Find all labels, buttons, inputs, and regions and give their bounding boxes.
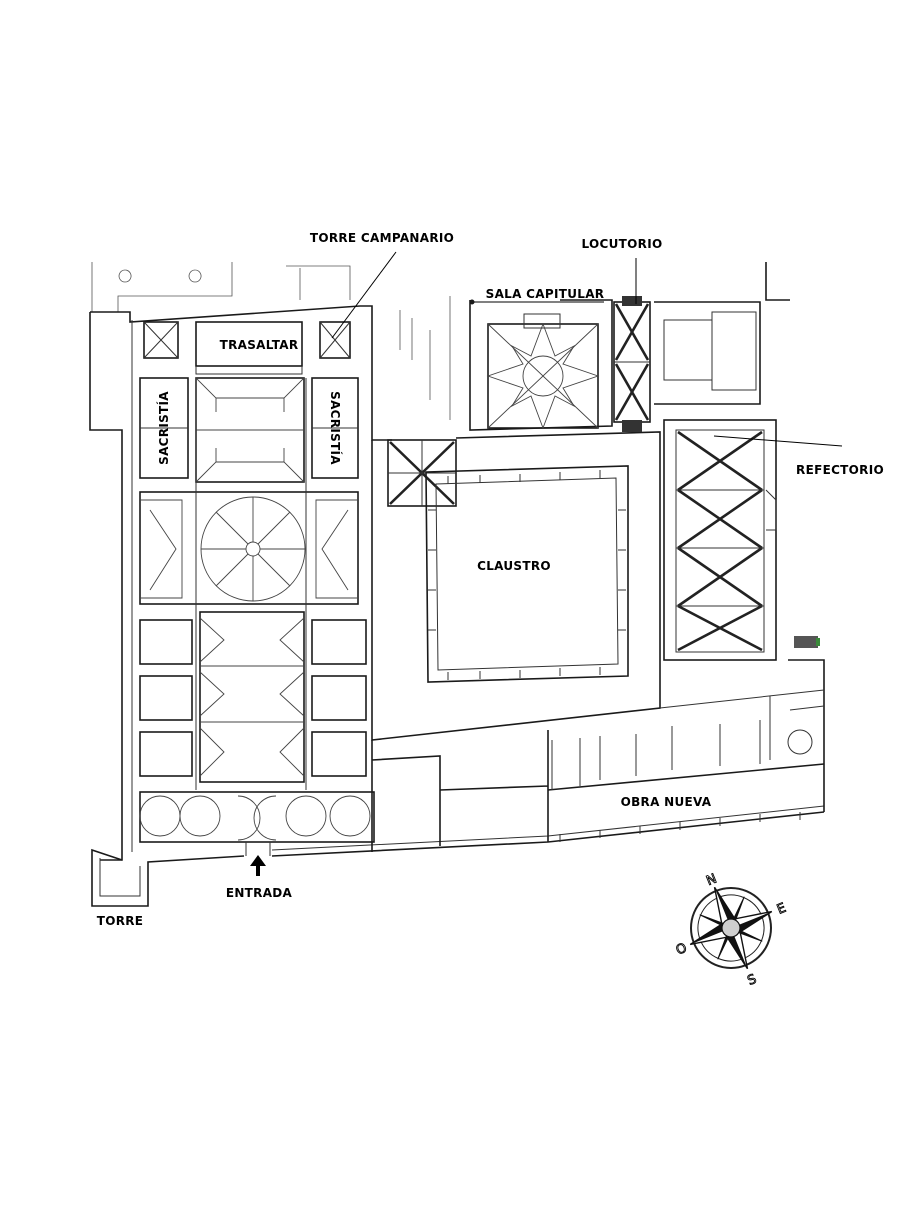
label-trasaltar: TRASALTAR (220, 338, 299, 352)
compass-rose-icon: N E S O (673, 871, 788, 989)
arrow-up-icon (250, 855, 266, 876)
compass-s: S (746, 972, 759, 989)
refectorio (654, 301, 820, 661)
compass-n: N (704, 871, 719, 889)
label-sacristia-right: SACRISTÍA (328, 391, 343, 465)
compass-e: E (775, 901, 788, 918)
church-nave (139, 321, 375, 856)
compass-o: O (674, 941, 689, 959)
label-sacristia-left: SACRISTÍA (156, 391, 171, 465)
claustro-area (371, 296, 661, 741)
locutorio (613, 296, 651, 432)
label-claustro: CLAUSTRO (477, 559, 551, 573)
room-labels: TORRE CAMPANARIO LOCUTORIO SALA CAPITULA… (97, 231, 884, 928)
leader-lines (331, 251, 843, 447)
label-obra-nueva: OBRA NUEVA (621, 795, 712, 809)
sala-capitular (469, 299, 613, 431)
label-torre-campanario: TORRE CAMPANARIO (310, 231, 454, 245)
label-locutorio: LOCUTORIO (582, 237, 663, 251)
label-torre: TORRE (97, 914, 144, 928)
label-entrada: ENTRADA (226, 886, 293, 900)
label-refectorio: REFECTORIO (796, 463, 884, 477)
building-outline (89, 262, 825, 907)
label-sala-capitular: SALA CAPITULAR (486, 287, 605, 301)
obra-nueva (371, 689, 825, 852)
